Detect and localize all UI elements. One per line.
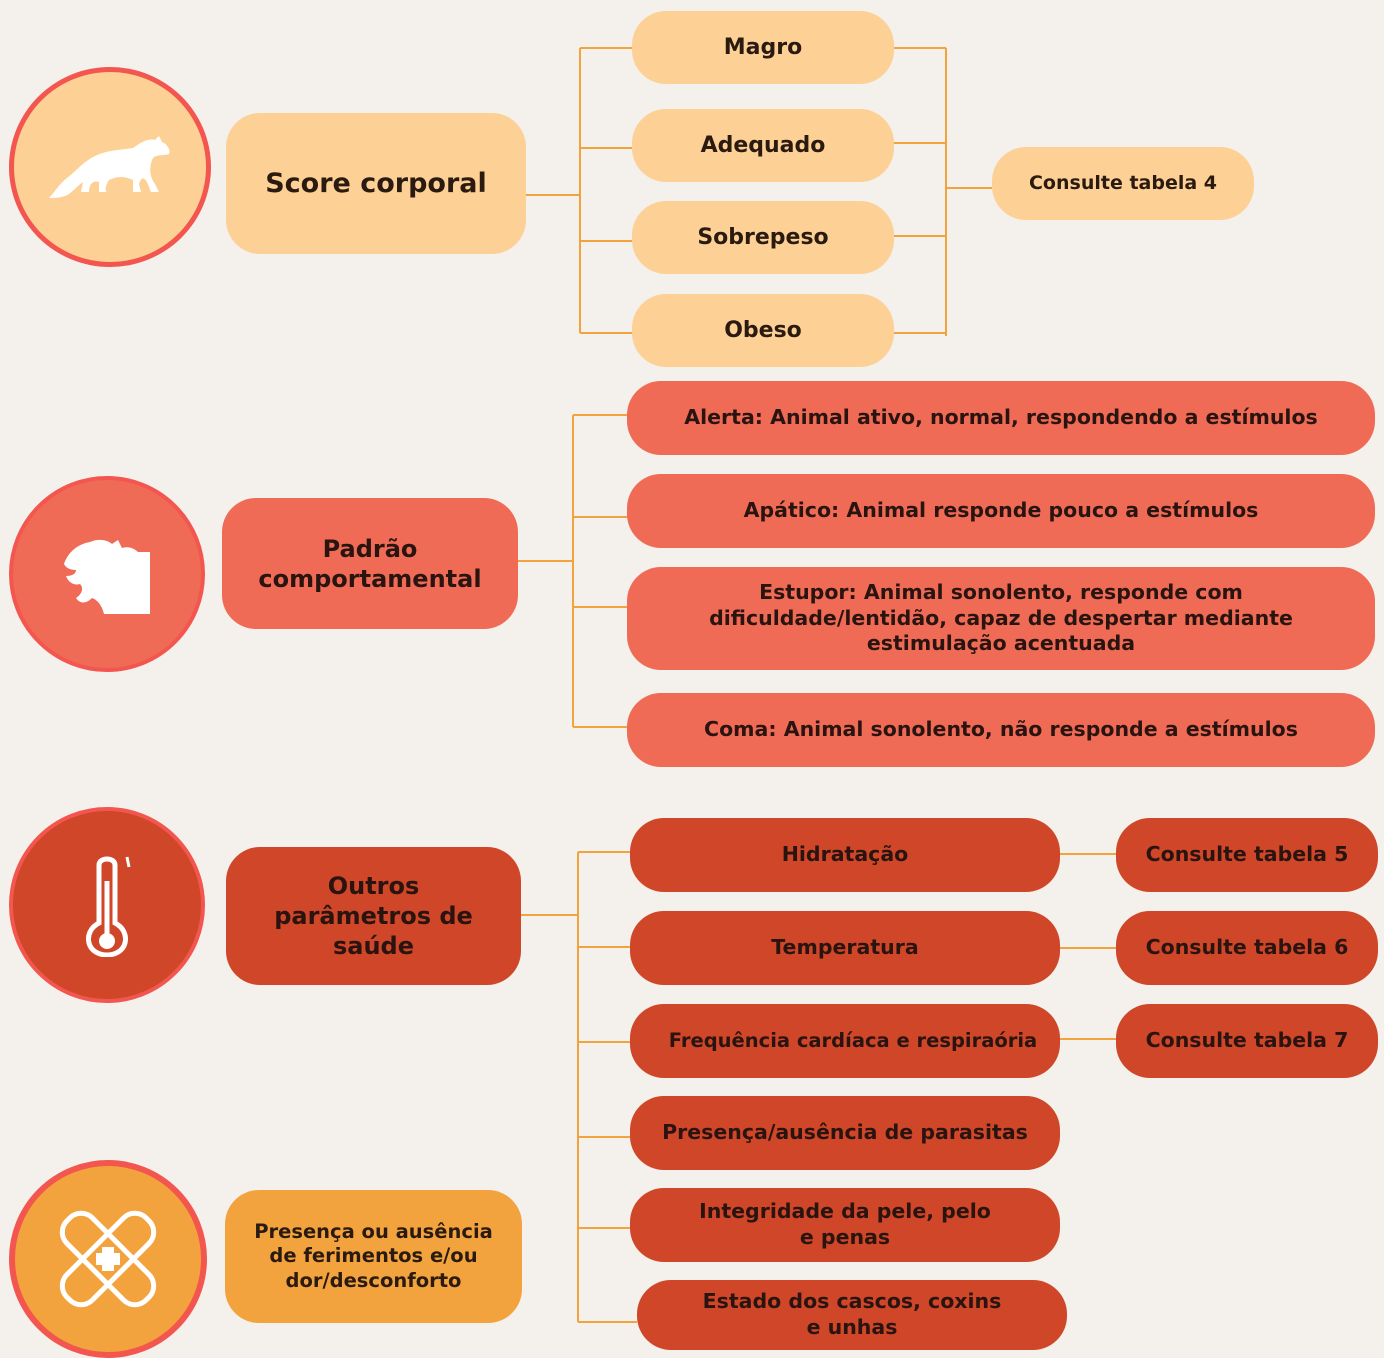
option-magro: Magro	[632, 11, 894, 84]
score-icon-circle	[9, 67, 211, 267]
item-temperatura: Temperatura	[630, 911, 1060, 985]
bandage-cross-icon	[59, 1210, 157, 1308]
item-parasitas: Presença/ausência de parasitas	[630, 1096, 1060, 1170]
option-obeso: Obeso	[632, 294, 894, 367]
state-alerta: Alerta: Animal ativo, normal, respondend…	[627, 381, 1375, 455]
puma-silhouette-icon	[49, 136, 170, 198]
ferimentos-node: Presença ou ausência de ferimentos e/ou …	[225, 1190, 522, 1323]
item-hidratacao: Hidratação	[630, 818, 1060, 892]
item-frequencia: Frequência cardíaca e respiraória	[630, 1004, 1060, 1078]
state-apatico: Apático: Animal responde pouco a estímul…	[627, 474, 1375, 548]
reference-tabela-6: Consulte tabela 6	[1116, 911, 1378, 985]
health-icon-circle	[9, 807, 205, 1003]
score-corporal-node: Score corporal	[226, 113, 526, 254]
item-integridade: Integridade da pele, pelo e penas	[630, 1188, 1060, 1262]
padrao-comportamental-node: Padrão comportamental	[222, 498, 518, 629]
behavior-icon-circle	[9, 476, 205, 672]
thermometer-icon	[86, 856, 131, 957]
option-sobrepeso: Sobrepeso	[632, 201, 894, 274]
reference-tabela-5: Consulte tabela 5	[1116, 818, 1378, 892]
option-adequado: Adequado	[632, 109, 894, 182]
item-cascos: Estado dos cascos, coxins e unhas	[637, 1280, 1067, 1350]
reference-tabela-7: Consulte tabela 7	[1116, 1004, 1378, 1078]
wounds-icon-circle	[9, 1160, 207, 1358]
roaring-cat-head-icon	[64, 539, 150, 614]
score-reference: Consulte tabela 4	[992, 147, 1254, 220]
outros-parametros-node: Outros parâmetros de saúde	[226, 847, 521, 985]
state-coma: Coma: Animal sonolento, não responde a e…	[627, 693, 1375, 767]
state-estupor: Estupor: Animal sonolento, responde com …	[627, 567, 1375, 670]
